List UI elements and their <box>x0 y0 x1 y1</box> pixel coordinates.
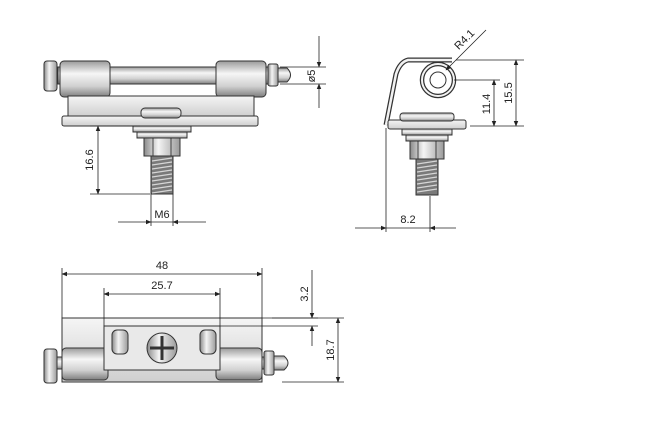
dim-front-thread: M6 <box>154 209 169 221</box>
top-view: 48 25.7 3.2 18.7 <box>43 260 344 384</box>
thread-line <box>416 160 438 165</box>
dim-top-inner: 25.7 <box>151 280 172 292</box>
thread-line <box>416 188 438 193</box>
thread-line <box>151 173 173 178</box>
dim-side-radius: R4.1 <box>452 27 477 52</box>
pin-collar <box>267 63 279 87</box>
side-hex-nut <box>409 140 445 160</box>
dim-front-pin-diameter: ø5 <box>306 70 318 83</box>
pin-head <box>43 60 58 92</box>
thread-line <box>416 164 438 169</box>
side-pin <box>429 71 447 89</box>
washer-2 <box>136 131 188 139</box>
pin-tip <box>277 67 291 83</box>
stud-threads <box>151 157 173 194</box>
dim-front-height: 16.6 <box>84 149 96 170</box>
thread-line <box>416 168 438 173</box>
front-view: 16.6 M6 ø5 <box>43 36 326 226</box>
thread-line <box>416 172 438 177</box>
right-knuckle <box>215 60 267 98</box>
washer <box>132 125 192 133</box>
hex-nut <box>143 137 181 157</box>
thread-line <box>151 161 173 166</box>
top-left-knuckle <box>61 347 109 381</box>
thread-line <box>151 189 173 194</box>
thread-line <box>151 181 173 186</box>
dim-side-height-2: 15.5 <box>503 82 515 103</box>
thread-line <box>416 184 438 189</box>
top-right-knuckle <box>215 347 263 381</box>
dim-side-width: 8.2 <box>400 214 415 226</box>
top-pin-head <box>43 348 58 384</box>
thread-line <box>151 177 173 182</box>
thread-line <box>416 176 438 181</box>
thread-line <box>416 180 438 185</box>
dim-top-height: 18.7 <box>325 339 337 360</box>
side-washer-2 <box>405 134 449 142</box>
side-screw-cap <box>399 112 455 122</box>
thread-line <box>151 185 173 190</box>
thread-line <box>151 157 173 162</box>
thread-line <box>151 169 173 174</box>
dim-top-length: 48 <box>156 260 168 272</box>
dim-side-height-1: 11.4 <box>481 94 493 115</box>
left-knuckle <box>59 60 111 98</box>
top-pin-collar <box>263 350 275 376</box>
side-view: R4.1 11.4 15.5 8.2 <box>355 27 524 232</box>
dim-top-offset: 3.2 <box>299 286 311 301</box>
thread-line <box>151 165 173 170</box>
screw-cap <box>140 107 182 119</box>
top-pin-tip <box>273 355 289 371</box>
side-stud-threads <box>416 160 438 193</box>
side-washer <box>401 128 453 136</box>
